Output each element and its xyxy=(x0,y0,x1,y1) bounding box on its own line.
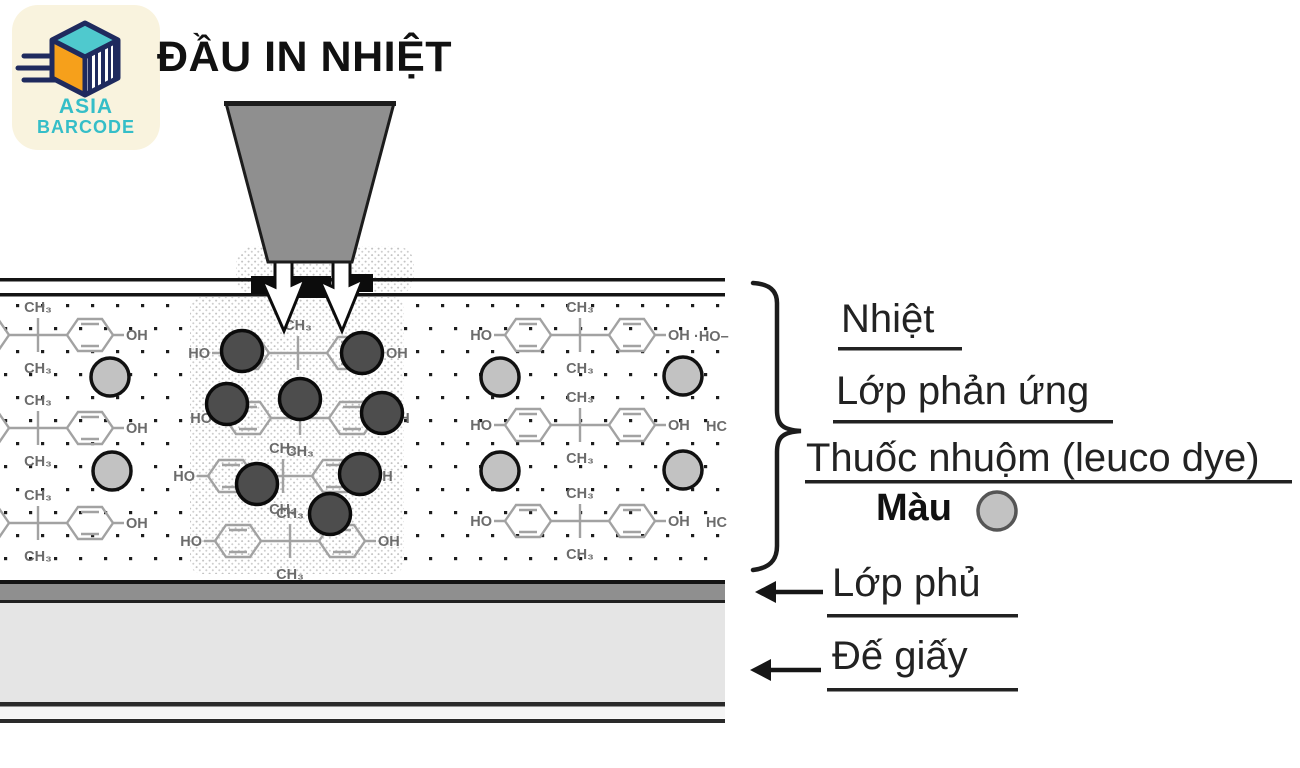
dye-circle-layer xyxy=(89,328,704,537)
barcode-cube-icon xyxy=(49,20,121,98)
dye-circle-active xyxy=(277,376,323,422)
dye-circle-active xyxy=(307,491,353,537)
asia-barcode-logo: ASIA BARCODE xyxy=(12,5,160,150)
label-reaction-layer: Lớp phản ứng xyxy=(836,369,1090,413)
label-leuco-dye: Thuốc nhuộm (leuco dye) xyxy=(806,436,1260,480)
molecule-label: CH₃ xyxy=(269,502,297,518)
molecule-label: HO xyxy=(470,514,492,530)
molecule-label: OH xyxy=(668,328,690,344)
molecule-label: CH₃ xyxy=(24,300,52,316)
molecule-label: HC xyxy=(706,419,727,435)
molecule-structure: CH₃ CH₃ HO OH xyxy=(470,300,690,377)
layers-brace xyxy=(750,280,802,573)
molecule-label: HO xyxy=(180,534,202,550)
molecule-label: HO xyxy=(188,346,210,362)
diagram-title: ĐẦU IN NHIỆT xyxy=(157,33,453,81)
molecule-label: CH₃ xyxy=(284,318,312,334)
molecule-label: CH₃ xyxy=(566,300,594,316)
dye-circle-active xyxy=(234,461,280,507)
dye-circle-inactive xyxy=(91,450,133,492)
molecule-label: CH₃ xyxy=(269,441,297,457)
label-color: Màu xyxy=(876,487,952,529)
dye-circle-inactive xyxy=(89,356,131,398)
molecule-label: CH₃ xyxy=(566,486,594,502)
molecule-label: HO xyxy=(470,418,492,434)
base-pointer-arrow xyxy=(750,659,821,681)
molecule-label: OH xyxy=(126,421,148,437)
molecule-label: CH₃ xyxy=(24,488,52,504)
molecule-structure: CH₃ CH₃ HO OH xyxy=(470,486,690,563)
print-head xyxy=(224,101,396,264)
dye-circle-active xyxy=(337,451,383,497)
logo-text-line2: BARCODE xyxy=(37,117,135,137)
label-paper-base: Đế giấy xyxy=(832,634,968,678)
molecule-label: CH₃ xyxy=(566,451,594,467)
dye-circle-active xyxy=(204,381,250,427)
molecule-label: CH₃ xyxy=(24,549,52,565)
color-sample-circle xyxy=(976,490,1018,532)
molecule-label: CH₃ xyxy=(286,444,314,460)
molecule-label: CH₃ xyxy=(24,454,52,470)
coating-pointer-arrow xyxy=(755,581,823,603)
molecule-label: HO xyxy=(190,411,212,427)
molecule-label: CH₃ xyxy=(566,361,594,377)
molecule-label: HO xyxy=(470,328,492,344)
molecule-layer: CH₃CH₃HOOHCH₃CH₃HOOHCH₃CH₃HOOHCH₃CH₃HOOH… xyxy=(0,300,690,583)
molecule-label: OH xyxy=(668,514,690,530)
molecule-label: OH xyxy=(126,328,148,344)
label-coating: Lớp phủ xyxy=(832,561,981,605)
dye-circle-inactive xyxy=(662,355,704,397)
molecule-label: ·HO– xyxy=(694,329,729,345)
label-underlines xyxy=(805,347,1292,692)
label-heat: Nhiệt xyxy=(841,297,935,341)
molecule-structure: CH₃ CH₃ HO OH xyxy=(470,390,690,467)
logo-text-line1: ASIA xyxy=(59,95,113,118)
molecule-label: CH₃ xyxy=(276,506,304,522)
molecule-label: OH xyxy=(378,534,400,550)
molecule-structure: CH₃ CH₃ HO OH xyxy=(180,506,400,583)
dye-circle-active xyxy=(359,390,405,436)
logo-graphic: ASIA BARCODE xyxy=(15,20,135,137)
molecule-label: CH₃ xyxy=(276,567,304,583)
molecule-label: OH xyxy=(386,346,408,362)
coating-layer xyxy=(0,580,725,604)
molecule-label: OH xyxy=(668,418,690,434)
dye-circle-inactive xyxy=(479,450,521,492)
molecule-label: CH₃ xyxy=(566,390,594,406)
molecule-label: CH₃ xyxy=(24,393,52,409)
molecule-label: CH₃ xyxy=(566,547,594,563)
molecule-label: HO xyxy=(173,469,195,485)
dye-circle-inactive xyxy=(479,356,521,398)
dye-circle-inactive xyxy=(662,449,704,491)
dye-circle-active xyxy=(339,330,385,376)
molecule-label: OH xyxy=(126,516,148,532)
molecule-label: CH₃ xyxy=(24,361,52,377)
paper-base-layer xyxy=(0,603,725,723)
dye-circle-active xyxy=(219,328,265,374)
molecule-label: HC xyxy=(706,515,727,531)
